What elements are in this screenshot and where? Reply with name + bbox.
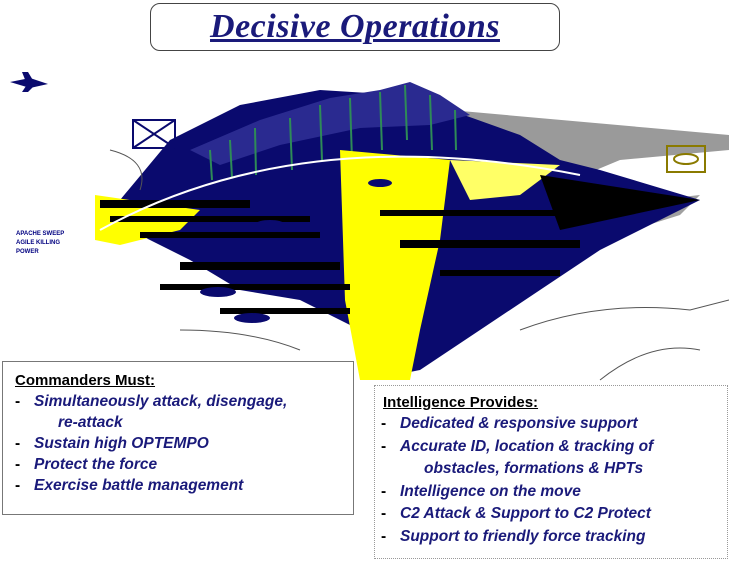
armor-unit-symbol bbox=[666, 145, 706, 173]
item-text: Intelligence on the move bbox=[400, 482, 581, 500]
intelligence-list: Dedicated & responsive support Accurate … bbox=[375, 413, 727, 548]
item-text: Protect the force bbox=[34, 456, 158, 473]
list-item: Simultaneously attack, disengage, re-atta… bbox=[13, 391, 353, 433]
item-text: Exercise battle management bbox=[34, 477, 244, 494]
mountain-ridge bbox=[190, 82, 470, 165]
list-item: Exercise battle management bbox=[13, 475, 353, 496]
intelligence-heading: Intelligence Provides: bbox=[383, 394, 539, 411]
list-item: Dedicated & responsive support bbox=[379, 413, 727, 436]
item-text: Support to friendly force tracking bbox=[400, 527, 646, 545]
list-item: Sustain high OPTEMPO bbox=[13, 433, 353, 454]
aircraft-icon bbox=[10, 72, 48, 92]
yellow-zone-right bbox=[450, 160, 560, 200]
page-title: Decisive Operations bbox=[210, 8, 500, 45]
side-label-line: POWER bbox=[16, 249, 39, 255]
item-text: Sustain high OPTEMPO bbox=[34, 435, 209, 452]
list-item: Protect the force bbox=[13, 454, 353, 475]
item-text: Dedicated & responsive support bbox=[400, 415, 638, 432]
list-item: C2 Attack & Support to C2 Protect bbox=[379, 503, 727, 526]
maneuver-arc bbox=[99, 155, 581, 231]
title-box: Decisive Operations bbox=[150, 3, 560, 51]
vehicles bbox=[200, 179, 392, 323]
item-text-continued: obstacles, formations & HPTs bbox=[424, 460, 644, 477]
shadow-bands bbox=[100, 200, 580, 314]
side-label-line: AGILE KILLING bbox=[16, 240, 60, 246]
commanders-heading: Commanders Must: bbox=[15, 372, 156, 389]
item-text: Simultaneously attack, disengage, bbox=[34, 393, 288, 410]
intelligence-box: Intelligence Provides: Dedicated & respo… bbox=[374, 385, 728, 559]
commanders-box: Commanders Must: Simultaneously attack, … bbox=[2, 361, 354, 515]
item-text-continued: re-attack bbox=[58, 414, 123, 431]
commanders-list: Simultaneously attack, disengage, re-atta… bbox=[3, 391, 353, 496]
item-text: Accurate ID, location & tracking of bbox=[400, 437, 654, 455]
yellow-zone-center bbox=[340, 150, 450, 380]
attack-wedge bbox=[540, 175, 700, 230]
vegetation bbox=[209, 84, 457, 181]
list-item: Intelligence on the move bbox=[379, 481, 727, 504]
side-label-line: APACHE SWEEP bbox=[16, 231, 65, 237]
list-item: Support to friendly force tracking bbox=[379, 526, 727, 549]
list-item: Accurate ID, location & tracking of obsta… bbox=[379, 436, 727, 481]
item-text: C2 Attack & Support to C2 Protect bbox=[400, 505, 651, 522]
rivers bbox=[109, 149, 729, 381]
infantry-unit-symbol bbox=[132, 119, 176, 149]
side-label: APACHE SWEEP AGILE KILLING POWER bbox=[16, 230, 86, 257]
